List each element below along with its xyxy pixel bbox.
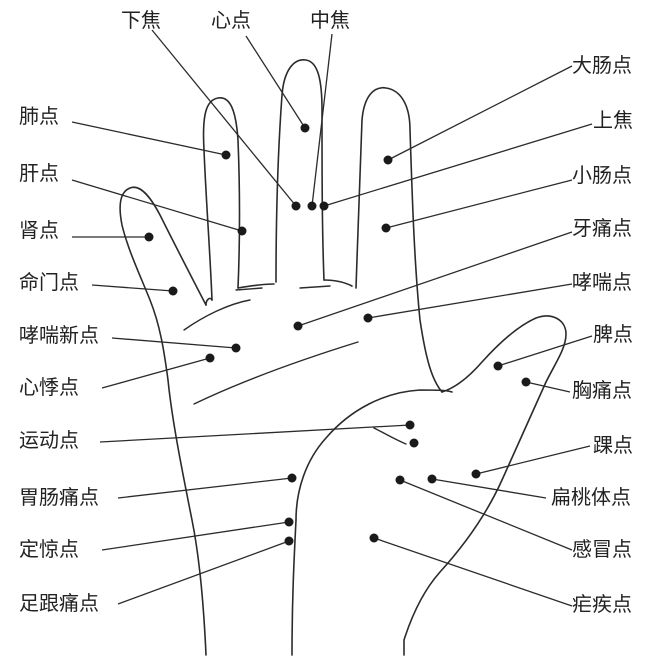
label-yatong: 牙痛点 [572, 216, 632, 240]
point-labels: 下焦 心点 中焦 肺点 肝点 肾点 命门点 哮喘新点 心悸点 运动点 胃肠痛点 … [19, 8, 633, 616]
label-dachang: 大肠点 [572, 53, 632, 77]
leader-lines [71, 29, 593, 607]
label-dingjing: 定惊点 [19, 537, 79, 561]
hand-outline [119, 59, 567, 656]
dot-gandian [237, 226, 247, 236]
acupoint-dots [144, 123, 531, 546]
dot-xinji [205, 353, 215, 363]
dot-shangjiao [319, 201, 329, 211]
label-xinji: 心悸点 [19, 375, 79, 399]
label-pidian: 脾点 [593, 322, 633, 346]
label-xiajiao: 下焦 [121, 8, 161, 32]
dot-xiaochuanxin [231, 343, 241, 353]
dot-yundong-1 [405, 420, 415, 430]
dot-xiongtong [521, 377, 531, 387]
dot-yundong-2 [409, 438, 419, 448]
dot-xindian [300, 123, 310, 133]
label-gandian: 肝点 [19, 161, 59, 185]
dot-dingjing [284, 517, 294, 527]
label-xiaochuan: 哮喘点 [572, 270, 632, 294]
label-huaidian: 踝点 [593, 433, 633, 457]
label-xiaochuanxin: 哮喘新点 [19, 323, 99, 347]
palm-creases [183, 285, 407, 445]
dot-pidian [493, 361, 503, 371]
dot-yatong [293, 321, 303, 331]
label-biantaoti: 扁桃体点 [551, 485, 631, 509]
label-xiongtong: 胸痛点 [572, 378, 632, 402]
dot-xiaochuan [363, 313, 373, 323]
label-xindian: 心点 [211, 8, 251, 32]
dot-xiaochang [381, 223, 391, 233]
dot-mingmen [168, 286, 178, 296]
label-yundong: 运动点 [19, 428, 79, 452]
label-zhongjiao: 中焦 [310, 8, 350, 32]
dot-zugentong [284, 536, 294, 546]
label-weichangtong: 胃肠痛点 [19, 485, 99, 509]
label-feidian: 肺点 [19, 104, 59, 128]
dot-biantaoti [427, 474, 437, 484]
dot-shendian [144, 232, 154, 242]
label-mingmen: 命门点 [19, 270, 79, 294]
label-xiaochang: 小肠点 [572, 163, 632, 187]
dot-xiajiao [291, 201, 301, 211]
dot-zhongjiao [307, 201, 317, 211]
dot-ganmao [395, 475, 405, 485]
dot-dachang [383, 155, 393, 165]
dot-feidian [221, 150, 231, 160]
dot-huaidian [471, 469, 481, 479]
label-zugentong: 足跟痛点 [19, 591, 99, 615]
label-shendian: 肾点 [19, 218, 59, 242]
label-nueji: 疟疾点 [572, 592, 632, 616]
label-ganmao: 感冒点 [572, 537, 632, 561]
dot-weichangtong [287, 473, 297, 483]
dot-nueji [369, 533, 379, 543]
label-shangjiao: 上焦 [593, 108, 633, 132]
